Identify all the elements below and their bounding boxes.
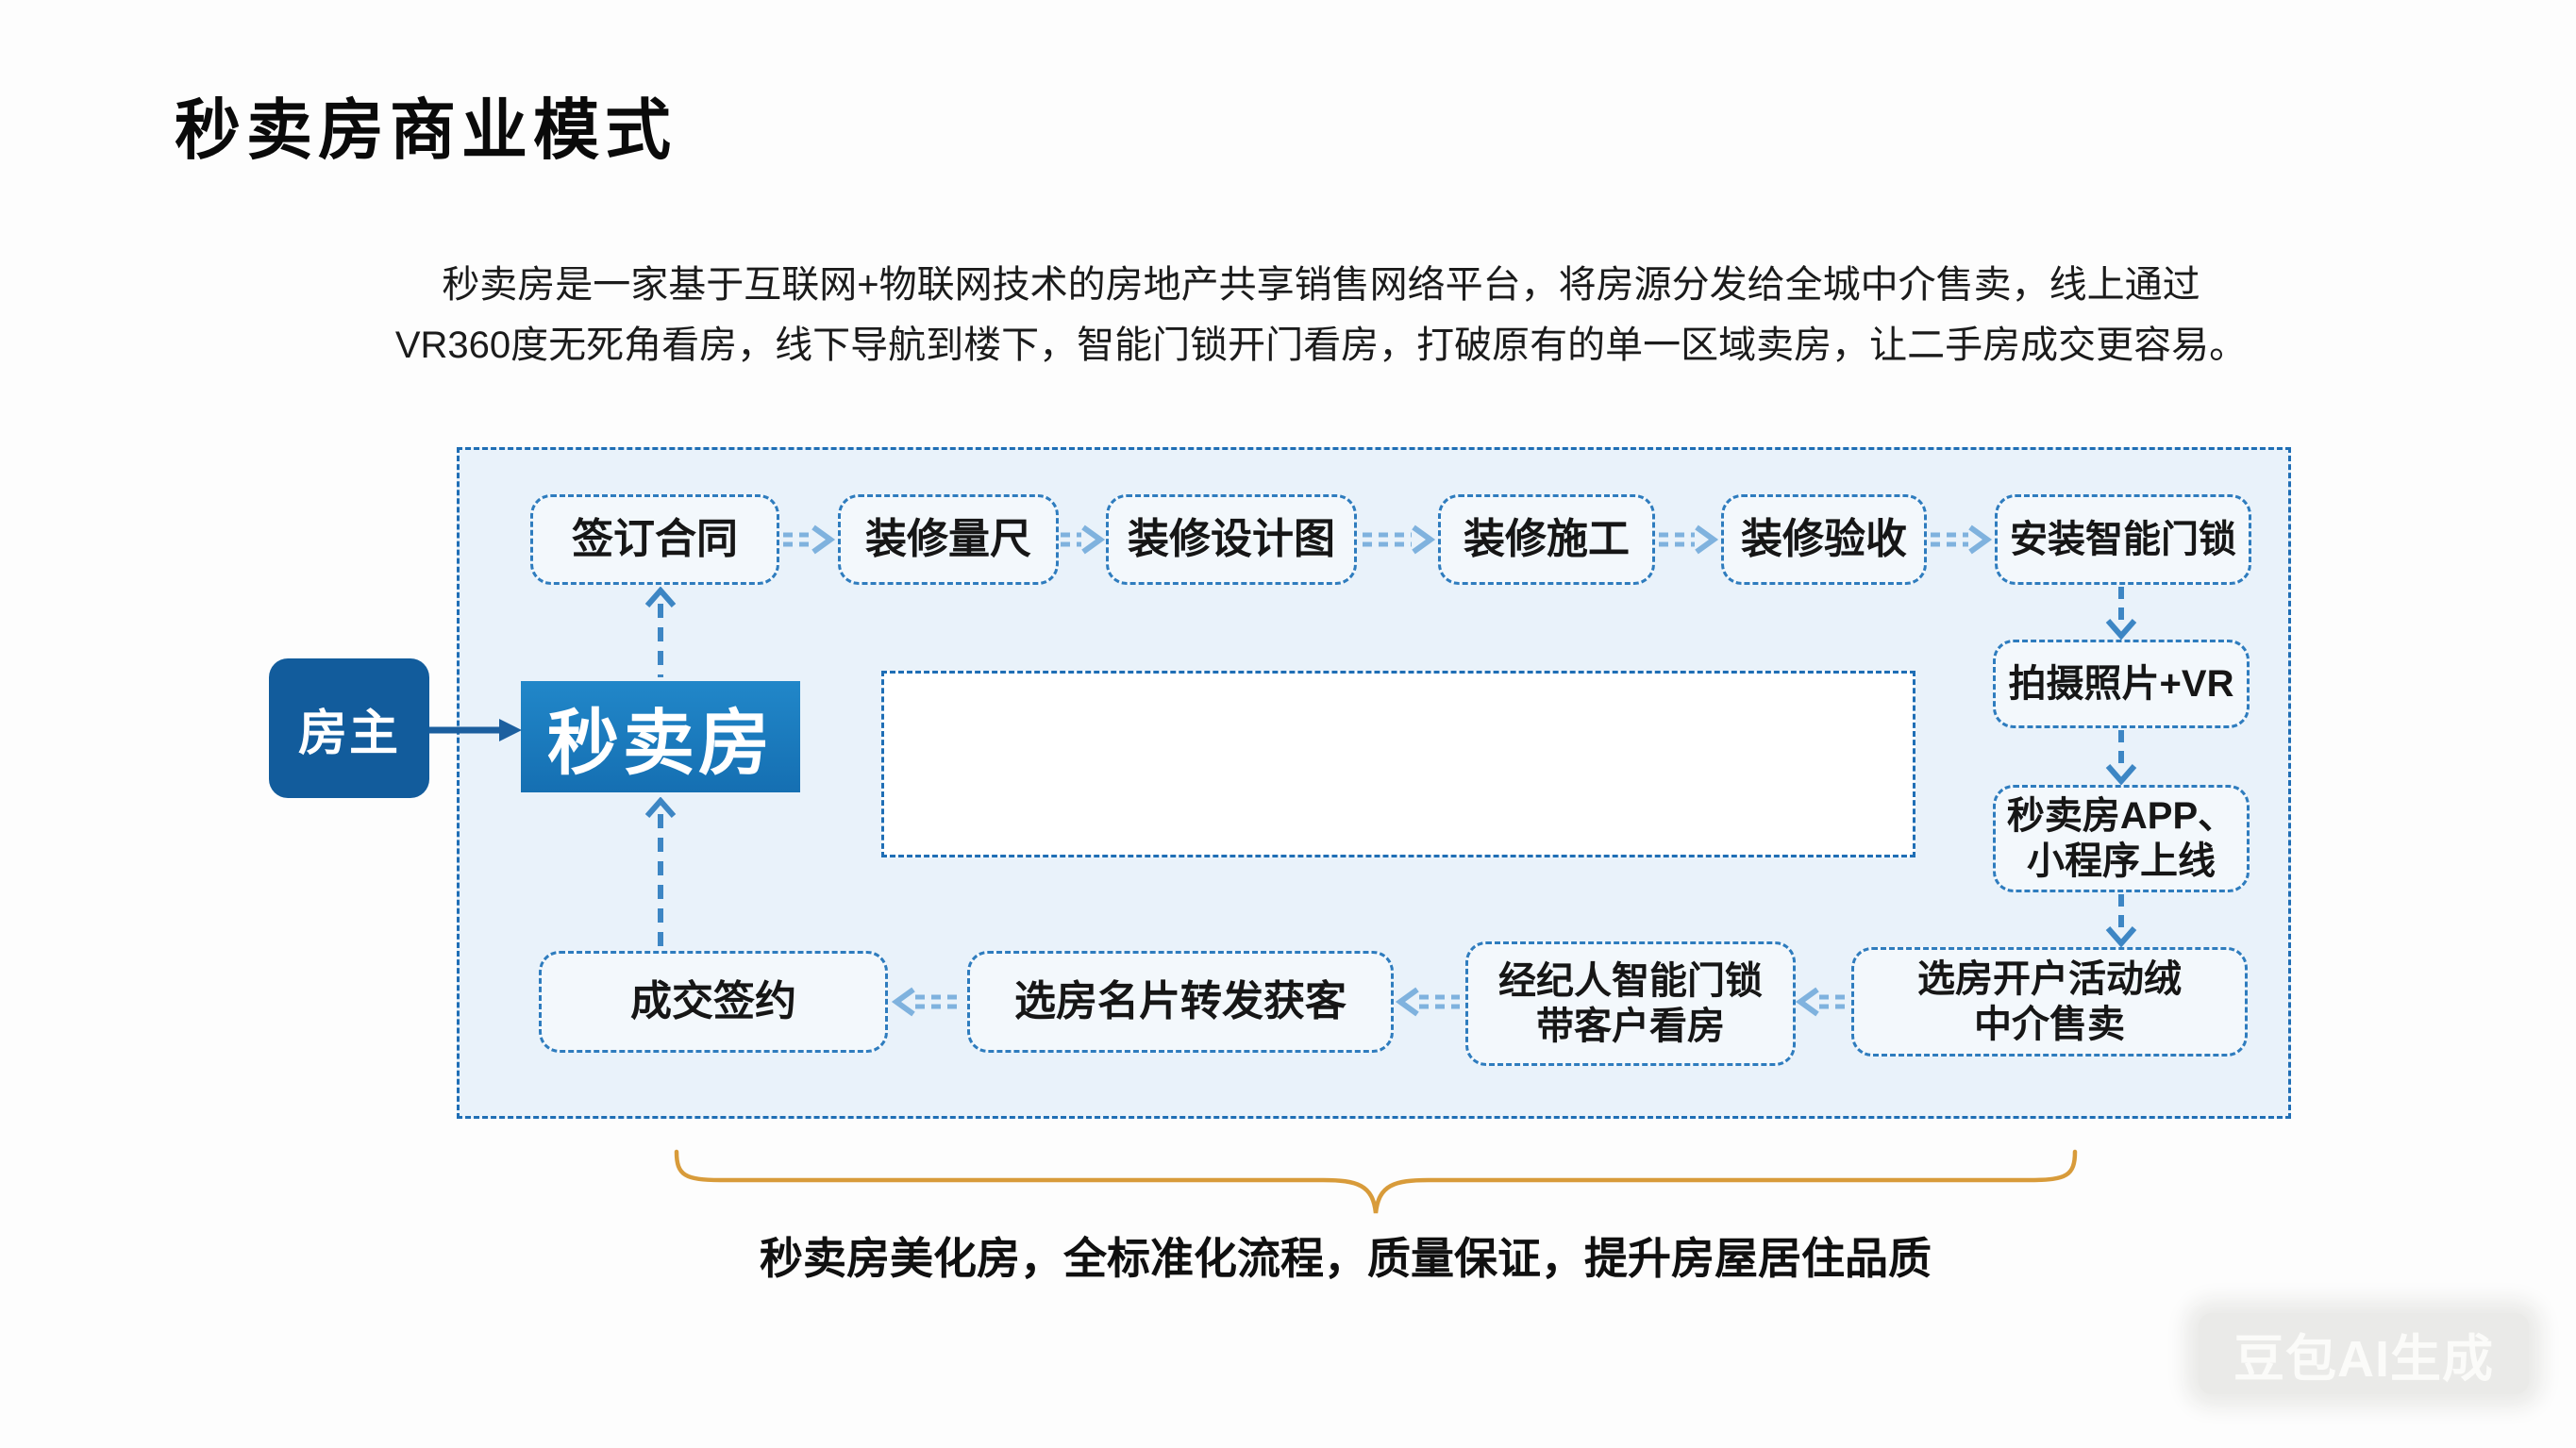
flow-box-label: 装修验收 — [1741, 515, 1907, 562]
arrow-right-icon — [1931, 524, 1993, 555]
flow-box-agent-showing: 经纪人智能门锁 带客户看房 — [1465, 941, 1796, 1066]
intro-line-1: 秒卖房是一家基于互联网+物联网技术的房地产共享销售网络平台，将房源分发给全城中介… — [442, 264, 2200, 306]
owner-label: 房主 — [297, 706, 400, 761]
flow-box-app-online: 秒卖房APP、 小程序上线 — [1993, 785, 2250, 892]
brace-icon — [674, 1149, 2078, 1214]
flow-box-label: 签订合同 — [572, 515, 738, 562]
flow-box-deal-signing: 成交签约 — [539, 951, 888, 1053]
flow-box-label: 小程序上线 — [2027, 841, 2216, 882]
owner-box: 房主 — [269, 658, 429, 798]
flow-box-label: 装修设计图 — [1128, 515, 1335, 562]
flow-box-label: 秒卖房APP、 — [2006, 795, 2236, 837]
arrow-left-icon — [1395, 987, 1460, 1017]
page-title: 秒卖房商业模式 — [175, 93, 677, 167]
arrow-right-icon — [1363, 524, 1436, 555]
flow-box-label: 拍摄照片+VR — [2008, 663, 2234, 705]
arrow-up-icon — [644, 797, 677, 946]
arrow-right-icon — [1061, 524, 1106, 555]
flow-box-label: 带客户看房 — [1536, 1006, 1725, 1047]
intro-paragraph: 秒卖房是一家基于互联网+物联网技术的房地产共享销售网络平台，将房源分发给全城中介… — [264, 255, 2378, 375]
flow-box-label: 经纪人智能门锁 — [1498, 960, 1763, 1002]
flow-box-design: 装修设计图 — [1106, 494, 1357, 585]
flow-box-label: 中介售卖 — [1974, 1004, 2125, 1045]
arrow-down-icon — [2105, 587, 2137, 640]
arrow-down-icon — [2105, 730, 2137, 785]
flow-box-measure: 装修量尺 — [838, 494, 1059, 585]
platform-label: 秒卖房 — [547, 704, 774, 784]
flow-box-install-lock: 安装智能门锁 — [1995, 494, 2251, 585]
arrow-up-icon — [644, 587, 677, 677]
flow-box-construction: 装修施工 — [1438, 494, 1655, 585]
owner-to-platform-arrow-icon — [429, 719, 522, 741]
flow-box-label: 选房开户活动绒 — [1917, 958, 2182, 1000]
bottom-caption: 秒卖房美化房，全标准化流程，质量保证，提升房屋居住品质 — [760, 1234, 1932, 1283]
center-empty-panel — [881, 671, 1915, 857]
flow-box-photo-vr: 拍摄照片+VR — [1993, 640, 2250, 728]
flow-box-acceptance: 装修验收 — [1721, 494, 1927, 585]
flow-box-label: 选房名片转发获客 — [1014, 977, 1347, 1024]
platform-box: 秒卖房 — [521, 681, 800, 792]
arrow-left-icon — [1796, 987, 1848, 1017]
arrow-left-icon — [891, 987, 962, 1017]
arrow-right-icon — [783, 524, 836, 555]
watermark-text: 豆包AI生成 — [2233, 1330, 2494, 1388]
flow-box-sign-contract: 签订合同 — [530, 494, 779, 585]
flow-box-distribute-agents: 选房开户活动绒 中介售卖 — [1851, 947, 2248, 1057]
flow-box-label: 装修量尺 — [865, 515, 1031, 562]
watermark-badge: 豆包AI生成 — [2199, 1313, 2529, 1394]
arrow-down-icon — [2105, 894, 2137, 947]
flow-box-label: 成交签约 — [630, 977, 796, 1024]
flow-box-label: 装修施工 — [1464, 515, 1630, 562]
flow-box-label: 安装智能门锁 — [2010, 519, 2236, 560]
arrow-right-icon — [1659, 524, 1719, 555]
intro-line-2: VR360度无死角看房，线下导航到楼下，智能门锁开门看房，打破原有的单一区域卖房… — [394, 325, 2248, 366]
flow-box-card-sharing: 选房名片转发获客 — [967, 951, 1394, 1053]
